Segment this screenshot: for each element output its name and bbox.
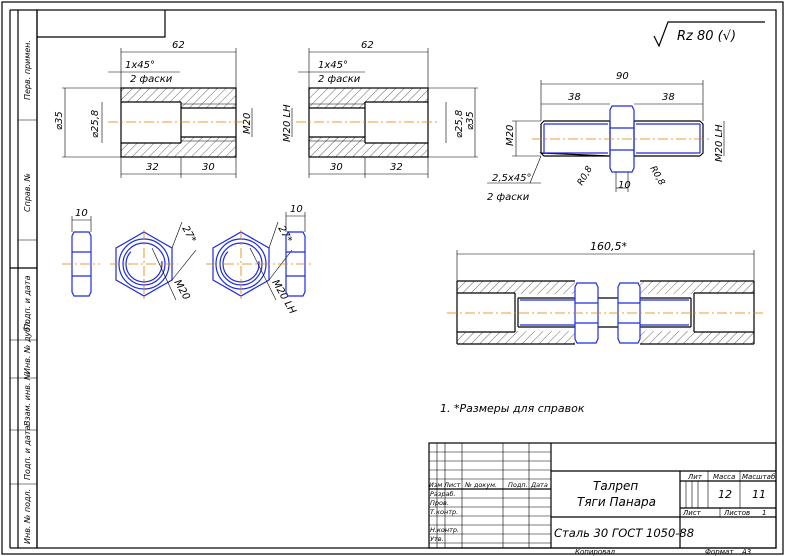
- row-prov-label: Пров.: [430, 499, 449, 507]
- coupling-section-right: 62 1х45° 2 фаски М20 LH ⌀25,8 ⌀35 30 32: [282, 40, 478, 178]
- col-date-label: Дата: [530, 481, 548, 489]
- thread-m20-label-3: М20: [171, 278, 191, 302]
- format-label: Формат: [705, 548, 734, 556]
- chamfer-label: 1х45°: [125, 60, 155, 71]
- length-30-label: 30: [202, 162, 215, 173]
- length-90-label: 90: [616, 71, 629, 82]
- length-30-label-2: 30: [330, 162, 343, 173]
- col-sign-label: Подп.: [508, 481, 528, 489]
- material-label: Сталь 30 ГОСТ 1050-88: [554, 526, 694, 540]
- row-nkontr-label: Н.контр.: [430, 526, 459, 534]
- diameter-35-label-2: ⌀35: [465, 111, 476, 130]
- sheet-label: Лист: [682, 509, 702, 517]
- coupling-section-left: 62 1х45° 2 фаски ⌀35 ⌀25,8 М20 32 30: [54, 40, 253, 178]
- across-flats-label-2: 27*: [275, 224, 293, 245]
- diameter-25-label: ⌀25,8: [90, 110, 101, 138]
- roughness-label: Rz 80 (√): [677, 29, 736, 44]
- hex-nut-side-right: 10: [278, 204, 314, 297]
- length-32-label-2: 32: [390, 162, 403, 173]
- stud-chamfer-label: 2,5х45°: [492, 173, 532, 184]
- width-10-label-2: 10: [75, 208, 88, 219]
- sign-date-label-1: Подп. и дата: [23, 275, 32, 330]
- stud-chamfer-note-label: 2 фаски: [487, 192, 530, 203]
- hex-nut-front-right: М20 LH 27*: [206, 221, 298, 316]
- mass-header: Масса: [713, 473, 735, 481]
- assembly-view: 160,5*: [447, 240, 765, 345]
- diameter-35-label: ⌀35: [54, 111, 65, 130]
- chamfer-note-label-2: 2 фаски: [318, 74, 361, 85]
- sheets-value: 1: [762, 509, 766, 517]
- length-62-label: 62: [172, 40, 185, 51]
- format-value: А3: [741, 548, 751, 556]
- length-38-label-a: 38: [568, 92, 581, 103]
- roughness-symbol: Rz 80 (√): [653, 21, 765, 48]
- copied-label: Копировал: [575, 548, 616, 556]
- first-use-label: Перв. примен.: [23, 40, 32, 100]
- diameter-25-label-2: ⌀25,8: [454, 110, 465, 138]
- assembly-length-label: 160,5*: [590, 240, 627, 253]
- title-line-1: Талреп: [593, 479, 638, 493]
- left-strip: Перв. примен. Справ. № Подп. и дата Инв.…: [9, 9, 38, 549]
- width-10-label: 10: [618, 180, 631, 191]
- hex-nut-front-left: М20 27*: [110, 221, 198, 302]
- hex-nut-side-left: 10: [62, 208, 100, 297]
- scale-header: Масштаб: [742, 473, 776, 481]
- row-tkontr-label: Т.контр.: [430, 508, 458, 516]
- inv-orig-label: Инв. № подл.: [23, 489, 32, 544]
- title-line-2: Тяги Панара: [577, 495, 656, 509]
- chamfer-note-label: 2 фаски: [130, 74, 173, 85]
- col-doc-label: № докум.: [464, 481, 497, 489]
- radius-label-a: R0,8: [576, 164, 595, 187]
- top-left-stamp-box: [37, 10, 166, 38]
- col-list-label: Лист: [443, 481, 461, 489]
- thread-m20lh-label-3: М20 LH: [269, 278, 298, 316]
- title-block: Изм Лист № докум. Подп. Дата Разраб. Про…: [428, 442, 777, 556]
- sign-date-label-2: Подп. и дата: [23, 425, 32, 480]
- row-utv-label: Утв.: [430, 535, 444, 543]
- thread-m20lh-label: М20 LH: [282, 104, 293, 142]
- inv-dup-label: Инв. № дубл.: [23, 319, 32, 374]
- ref-no-label: Справ. №: [23, 173, 32, 212]
- mass-value: 12: [718, 488, 732, 501]
- lit-header: Лит: [687, 473, 703, 481]
- stud-view: 90 38 38 М20 М20 LH 2,5х45° 2 фаски 10 R…: [487, 71, 725, 203]
- reference-note: 1. *Размеры для справок: [440, 402, 585, 415]
- length-32-label: 32: [146, 162, 159, 173]
- sheets-label: Листов: [723, 509, 750, 517]
- replace-inv-label: Взам. инв. №: [23, 372, 32, 426]
- radius-label-b: R0,8: [647, 165, 666, 188]
- row-razrab-label: Разраб.: [430, 490, 456, 498]
- col-izm-label: Изм: [429, 481, 442, 489]
- length-38-label-b: 38: [662, 92, 675, 103]
- width-10-label-3: 10: [290, 204, 303, 215]
- thread-m20-label: М20: [242, 113, 253, 134]
- chamfer-label-2: 1х45°: [318, 60, 348, 71]
- length-62-label-2: 62: [361, 40, 374, 51]
- across-flats-label: 27*: [179, 224, 197, 245]
- thread-m20lh-label-2: М20 LH: [714, 124, 725, 162]
- scale-value: 11: [752, 488, 766, 501]
- thread-m20-label-2: М20: [505, 125, 516, 146]
